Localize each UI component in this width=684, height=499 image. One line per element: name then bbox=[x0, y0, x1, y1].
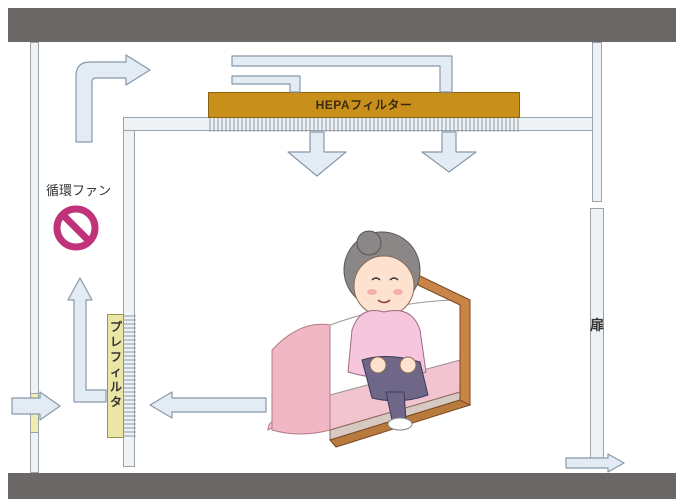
fan-stop-icon bbox=[53, 205, 99, 251]
elderly-person-illustration bbox=[343, 230, 429, 431]
return-left-arrow bbox=[149, 391, 267, 419]
hepa-filter: HEPAフィルター bbox=[208, 92, 520, 118]
supply-down-arrow-right bbox=[421, 131, 477, 173]
floor bbox=[8, 473, 676, 499]
circulation-flow-arrow-top-left bbox=[75, 54, 151, 143]
pre-filter-grille bbox=[124, 315, 136, 437]
right-wall-upper bbox=[592, 42, 602, 202]
duct-arrow-lower bbox=[231, 75, 301, 93]
circulation-fan-label: 循環ファン bbox=[46, 183, 112, 198]
ceiling bbox=[8, 8, 676, 42]
door-label: 扉 bbox=[590, 317, 604, 333]
pre-filter bbox=[107, 314, 124, 438]
left-outer-wall bbox=[30, 42, 39, 473]
exhaust-arrow bbox=[565, 453, 625, 473]
pre-filter-label: プレフィルタ bbox=[109, 320, 122, 409]
hepa-filter-label: HEPAフィルター bbox=[315, 98, 413, 112]
duct-arrow-upper bbox=[231, 55, 453, 93]
outside-air-inlet-arrow bbox=[11, 391, 61, 421]
supply-down-arrow-left bbox=[287, 131, 347, 177]
return-up-arrow bbox=[67, 277, 107, 403]
hepa-grille bbox=[209, 118, 519, 132]
